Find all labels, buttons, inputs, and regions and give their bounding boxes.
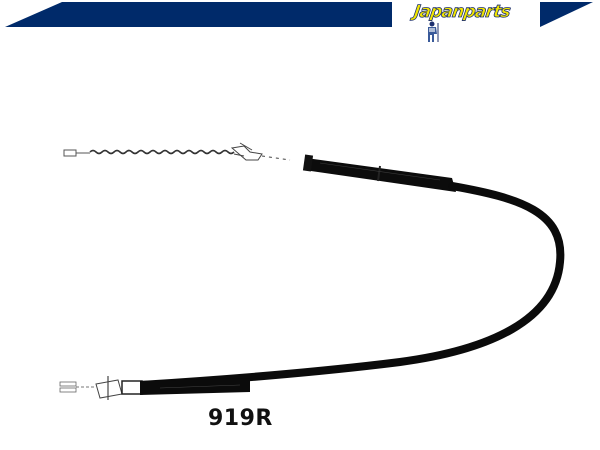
cable-outer-sheath	[136, 182, 565, 389]
header-banner-bar	[5, 2, 392, 27]
header-banner-triangle	[540, 2, 593, 27]
samurai-mascot-icon	[428, 21, 439, 42]
upper-cable-end	[63, 142, 291, 161]
cable-sleeve	[302, 154, 456, 192]
part-number-label: 919R	[208, 406, 273, 431]
brand-logo: Japanparts	[412, 2, 522, 44]
lower-cable-end	[59, 376, 250, 400]
